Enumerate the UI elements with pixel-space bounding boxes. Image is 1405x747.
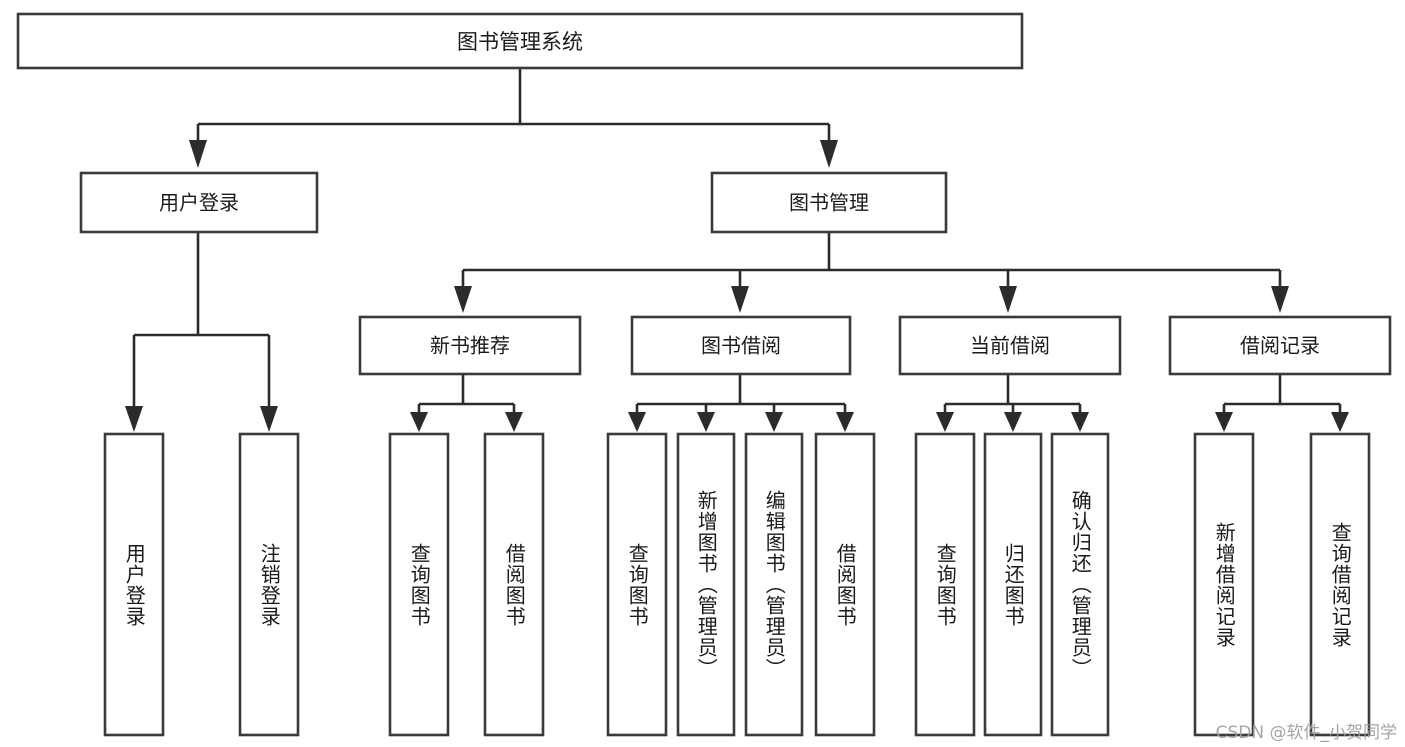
node-user-login-box[interactable] — [79, 171, 319, 234]
leaf-box-group — [103, 432, 1371, 737]
arrowhead-bb-leaf-4 — [836, 412, 854, 432]
arrowhead-cb-leaf-1 — [936, 412, 954, 432]
leaf-box-query-book-1[interactable] — [388, 432, 450, 737]
arrowhead-nbr-leaf-1 — [410, 412, 428, 432]
arrowhead-borrow-record — [1271, 286, 1289, 313]
arrowhead-current-borrow — [999, 286, 1017, 313]
node-user-login[interactable]: 用户登录 — [79, 171, 319, 234]
arrowhead-book-borrow — [731, 286, 749, 313]
leaf-box-query-book-3[interactable] — [914, 432, 976, 737]
node-root-label: 图书管理系统 — [457, 30, 583, 54]
leaf-box-return-book[interactable] — [983, 432, 1043, 737]
leaf-box-logout[interactable] — [238, 432, 300, 737]
leaf-box-borrow-book-1[interactable] — [483, 432, 545, 737]
leaf-box-edit-book-admin[interactable] — [744, 432, 804, 737]
leaf-box-borrow-book-2[interactable] — [814, 432, 876, 737]
node-current-borrow-box[interactable] — [898, 315, 1122, 376]
arrowhead-leaf-logout — [260, 406, 278, 432]
arrowhead-book-mgmt — [820, 140, 838, 168]
node-book-management[interactable]: 图书管理 — [710, 171, 948, 234]
node-book-management-label: 图书管理 — [789, 191, 869, 215]
leaf-box-user-login[interactable] — [103, 432, 165, 737]
node-new-book-recommend[interactable]: 新书推荐 — [358, 315, 582, 376]
node-borrow-record-box[interactable] — [1168, 315, 1392, 376]
node-root-box[interactable] — [16, 12, 1024, 70]
node-new-book-recommend-box[interactable] — [358, 315, 582, 376]
node-current-borrow[interactable]: 当前借阅 — [898, 315, 1122, 376]
connector-group-current-borrow-to-leaves — [936, 374, 1089, 432]
node-current-borrow-label: 当前借阅 — [970, 334, 1050, 358]
node-borrow-record[interactable]: 借阅记录 — [1168, 315, 1392, 376]
connector-group-new-book-rec-to-leaves — [410, 374, 523, 432]
arrowhead-br-leaf-1 — [1215, 412, 1233, 432]
node-new-book-recommend-label: 新书推荐 — [430, 334, 510, 358]
node-book-management-box[interactable] — [710, 171, 948, 234]
leaf-box-confirm-return-admin[interactable] — [1050, 432, 1110, 737]
arrowhead-cb-leaf-3 — [1071, 412, 1089, 432]
connector-group-root-to-level2 — [189, 68, 838, 168]
connector-group-user-login-to-leaves — [125, 232, 278, 432]
leaf-box-query-book-2[interactable] — [606, 432, 668, 737]
arrowhead-cb-leaf-2 — [1004, 412, 1022, 432]
arrowhead-bb-leaf-3 — [765, 412, 783, 432]
node-root[interactable]: 图书管理系统 — [16, 12, 1024, 70]
arrowhead-br-leaf-2 — [1331, 412, 1349, 432]
connector-group-book-mgmt-to-level3 — [454, 232, 1289, 313]
arrowhead-bb-leaf-1 — [628, 412, 646, 432]
csdn-watermark: CSDN @软件_小贺同学 — [1215, 723, 1397, 743]
node-book-borrow-label: 图书借阅 — [701, 334, 781, 358]
node-borrow-record-label: 借阅记录 — [1240, 334, 1320, 358]
arrowhead-leaf-user-login — [125, 406, 143, 432]
leaf-box-add-book-admin[interactable] — [676, 432, 736, 737]
arrowhead-user-login — [189, 140, 207, 168]
leaf-box-add-borrow-record[interactable] — [1193, 432, 1255, 737]
connector-group-borrow-record-to-leaves — [1215, 374, 1349, 432]
leaf-box-query-borrow-record[interactable] — [1309, 432, 1371, 737]
node-book-borrow[interactable]: 图书借阅 — [630, 315, 852, 376]
connector-group-book-borrow-to-leaves — [628, 374, 854, 432]
node-book-borrow-box[interactable] — [630, 315, 852, 376]
arrowhead-bb-leaf-2 — [697, 412, 715, 432]
arrowhead-nbr-leaf-2 — [505, 412, 523, 432]
arrowhead-new-book-rec — [454, 286, 472, 313]
node-user-login-label: 用户登录 — [159, 191, 239, 215]
